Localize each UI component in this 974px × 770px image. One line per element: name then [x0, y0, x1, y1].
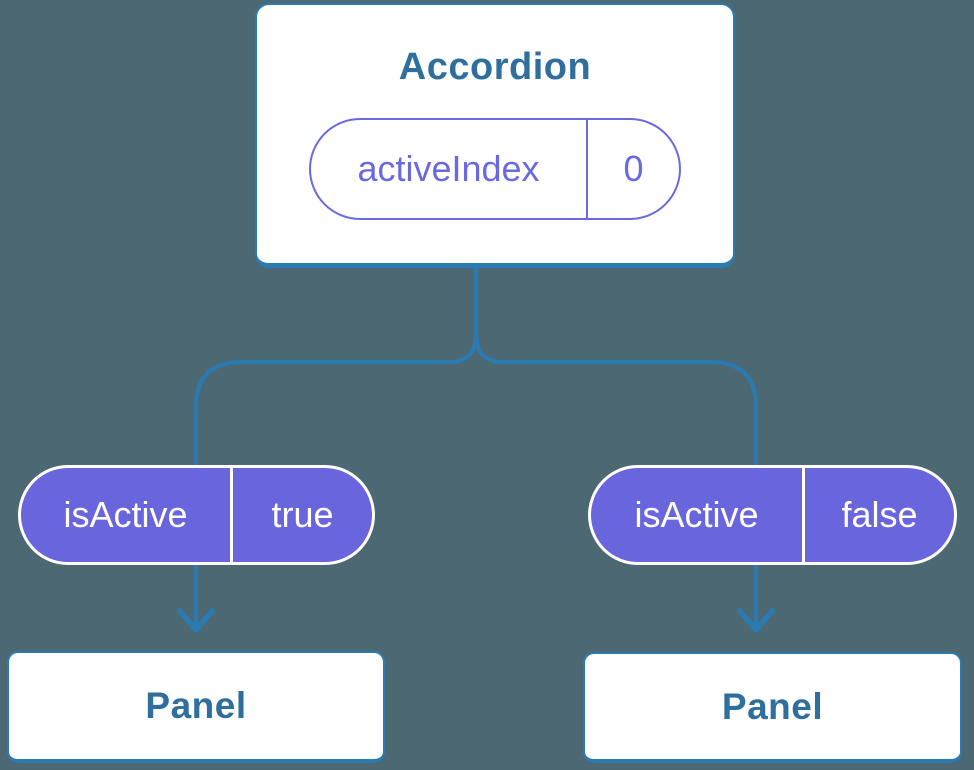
state-pill-value: 0 [623, 147, 644, 189]
active-index-state-pill: activeIndex 0 [309, 117, 681, 220]
left-connector-path [193, 263, 479, 630]
accordion-node: Accordion activeIndex 0 [255, 3, 735, 268]
is-active-pill-right: isActive false [588, 465, 957, 565]
left-arrow-head [177, 608, 215, 633]
state-pill-name: activeIndex [311, 119, 588, 218]
prop-pill-value: false [841, 494, 918, 535]
accordion-node-title: Accordion [398, 46, 592, 88]
prop-pill-value: true [271, 494, 334, 535]
panel-node-right: Panel [583, 652, 962, 763]
panel-node-label: Panel [721, 685, 824, 727]
prop-pill-name: isActive [591, 468, 805, 562]
prop-pill-name: isActive [21, 468, 233, 562]
panel-node-label: Panel [145, 685, 247, 726]
right-arrow-head [737, 608, 775, 633]
panel-node-left: Panel [7, 651, 385, 763]
right-connector-path [473, 331, 759, 630]
is-active-pill-left: isActive true [18, 465, 375, 565]
